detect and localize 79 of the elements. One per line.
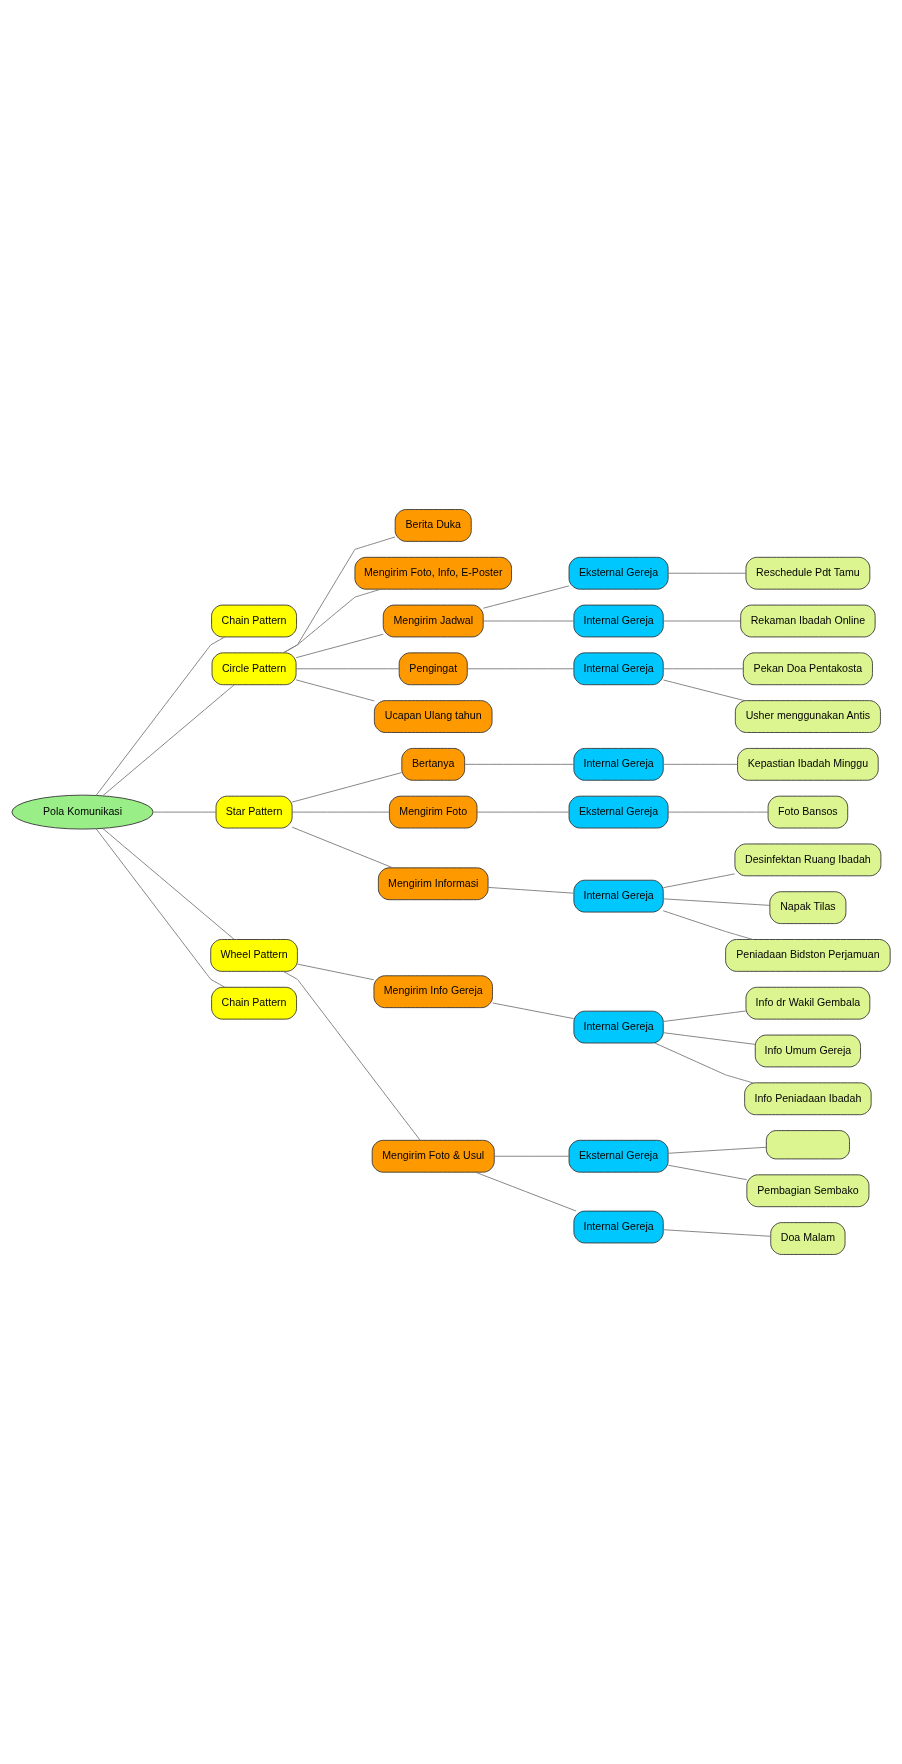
node-box: Pengingat bbox=[398, 652, 468, 686]
connector bbox=[295, 679, 375, 702]
node-box: Pembagian Sembako bbox=[746, 1174, 870, 1208]
node-box: Doa Malam bbox=[770, 1222, 846, 1255]
connector bbox=[662, 910, 754, 940]
connector bbox=[667, 1164, 748, 1181]
node-box: Reschedule Pdt Tamu bbox=[745, 556, 871, 590]
connector bbox=[492, 1002, 575, 1020]
node-ellipse: Pola Komunikasi bbox=[11, 794, 154, 830]
node-box: Mengirim Foto bbox=[389, 795, 478, 829]
connector bbox=[464, 763, 575, 765]
connector bbox=[487, 886, 575, 894]
connector bbox=[662, 668, 744, 670]
connector bbox=[654, 1042, 754, 1084]
connector bbox=[667, 572, 747, 574]
node-box: Ucapan Ulang tahun bbox=[373, 700, 493, 733]
node-box: Kepastian Ibadah Minggu bbox=[737, 747, 879, 781]
connector bbox=[662, 1032, 756, 1045]
connector bbox=[466, 668, 575, 670]
connector bbox=[102, 828, 235, 940]
connector bbox=[662, 1010, 747, 1022]
node-box: Desinfektan Ruang Ibadah bbox=[734, 843, 882, 877]
connector bbox=[667, 1146, 767, 1154]
node-box: Berita Duka bbox=[394, 509, 472, 542]
connector bbox=[662, 679, 745, 701]
connector bbox=[475, 1171, 577, 1212]
node-box: Rekaman Ibadah Online bbox=[740, 604, 876, 638]
node-box: Info dr Wakil Gembala bbox=[745, 986, 871, 1020]
connector bbox=[102, 684, 235, 797]
node-box: Chain Pattern bbox=[211, 986, 297, 1020]
node-box: Info Peniadaan Ibadah bbox=[744, 1082, 872, 1116]
node-box: Circle Pattern bbox=[211, 652, 297, 686]
connector bbox=[153, 811, 217, 813]
node-box: Internal Gereja bbox=[573, 747, 664, 781]
connector bbox=[476, 811, 570, 813]
node-box: Mengirim Foto, Info, E-Poster bbox=[354, 556, 512, 590]
node-box: Info Umum Gereja bbox=[754, 1034, 861, 1068]
connector bbox=[482, 620, 575, 622]
connector bbox=[282, 536, 396, 654]
connector bbox=[297, 963, 375, 981]
node-box: Bertanya bbox=[401, 747, 466, 781]
connector bbox=[667, 811, 769, 813]
node-box: Mengirim Foto & Usul bbox=[371, 1139, 495, 1173]
connector bbox=[662, 873, 736, 889]
node-box: Usher menggunakan Antis bbox=[734, 700, 881, 733]
connector bbox=[662, 898, 771, 906]
node-box: Eksternal Gereja bbox=[568, 795, 669, 829]
connector bbox=[291, 826, 394, 869]
node-box: Internal Gereja bbox=[573, 879, 664, 913]
connector bbox=[295, 668, 400, 670]
connector bbox=[494, 1155, 570, 1157]
node-box: Internal Gereja bbox=[573, 604, 664, 638]
node-box bbox=[765, 1130, 850, 1160]
node-box: Mengirim Informasi bbox=[377, 867, 489, 901]
connector bbox=[95, 636, 226, 796]
connector bbox=[662, 1229, 771, 1237]
node-box: Mengirim Info Gereja bbox=[373, 975, 493, 1009]
connector bbox=[95, 828, 226, 988]
node-box: Wheel Pattern bbox=[210, 939, 298, 972]
node-box: Mengirim Jadwal bbox=[382, 604, 484, 638]
connector bbox=[662, 620, 741, 622]
node-box: Napak Tilas bbox=[769, 891, 847, 925]
connector bbox=[291, 811, 390, 813]
connector bbox=[282, 588, 382, 654]
connector bbox=[482, 585, 570, 609]
connector bbox=[282, 970, 421, 1141]
node-box: Internal Gereja bbox=[573, 1010, 664, 1044]
node-box: Star Pattern bbox=[215, 795, 293, 829]
connector bbox=[295, 633, 384, 659]
node-box: Peniadaan Bidston Perjamuan bbox=[725, 939, 891, 972]
node-box: Pekan Doa Pentakosta bbox=[742, 652, 873, 686]
node-box: Internal Gereja bbox=[573, 652, 664, 686]
node-box: Internal Gereja bbox=[573, 1210, 664, 1244]
connector bbox=[291, 772, 403, 803]
node-box: Eksternal Gereja bbox=[568, 1139, 669, 1173]
node-box: Eksternal Gereja bbox=[568, 556, 669, 590]
node-box: Foto Bansos bbox=[767, 795, 849, 829]
connector bbox=[662, 763, 738, 765]
node-box: Chain Pattern bbox=[211, 604, 297, 638]
